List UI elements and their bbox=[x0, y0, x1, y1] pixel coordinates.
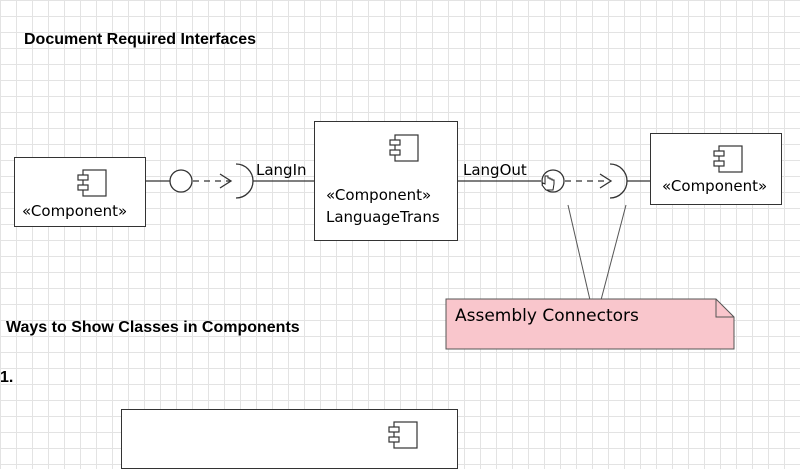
interface-label-langin: LangIn bbox=[256, 161, 307, 179]
note-body bbox=[445, 298, 735, 350]
note-anchor-line-2 bbox=[600, 204, 627, 301]
component-name: LanguageTrans bbox=[326, 208, 440, 226]
note-anchor-line-1 bbox=[567, 204, 591, 301]
hand-cursor-icon bbox=[541, 175, 555, 191]
component-left[interactable]: «Component» bbox=[14, 157, 146, 227]
component-stereotype: «Component» bbox=[326, 186, 432, 204]
left-dependency-arrowhead bbox=[219, 173, 233, 189]
right-dependency-arrowhead bbox=[599, 173, 613, 189]
component-icon bbox=[713, 145, 743, 173]
note-text: Assembly Connectors bbox=[455, 306, 639, 326]
component-icon bbox=[77, 169, 107, 197]
step-number: 1. bbox=[0, 369, 14, 386]
component-stereotype: «Component» bbox=[662, 177, 768, 195]
component-right[interactable]: «Component» bbox=[650, 133, 782, 205]
interface-label-langout: LangOut bbox=[463, 161, 527, 179]
right-required-socket bbox=[609, 163, 628, 199]
connector-layer bbox=[145, 163, 735, 350]
left-required-socket bbox=[235, 163, 254, 199]
component-stereotype: «Component» bbox=[22, 202, 128, 220]
left-provided-lollipop bbox=[169, 169, 193, 193]
note-fold bbox=[715, 299, 734, 318]
section-heading: Ways to Show Classes in Components bbox=[6, 319, 300, 336]
page-title: Document Required Interfaces bbox=[24, 31, 257, 48]
component-languagetrans[interactable]: «Component» LanguageTrans bbox=[314, 121, 458, 241]
component-bottom[interactable] bbox=[121, 409, 458, 469]
component-icon bbox=[388, 421, 418, 449]
component-icon bbox=[389, 134, 419, 162]
